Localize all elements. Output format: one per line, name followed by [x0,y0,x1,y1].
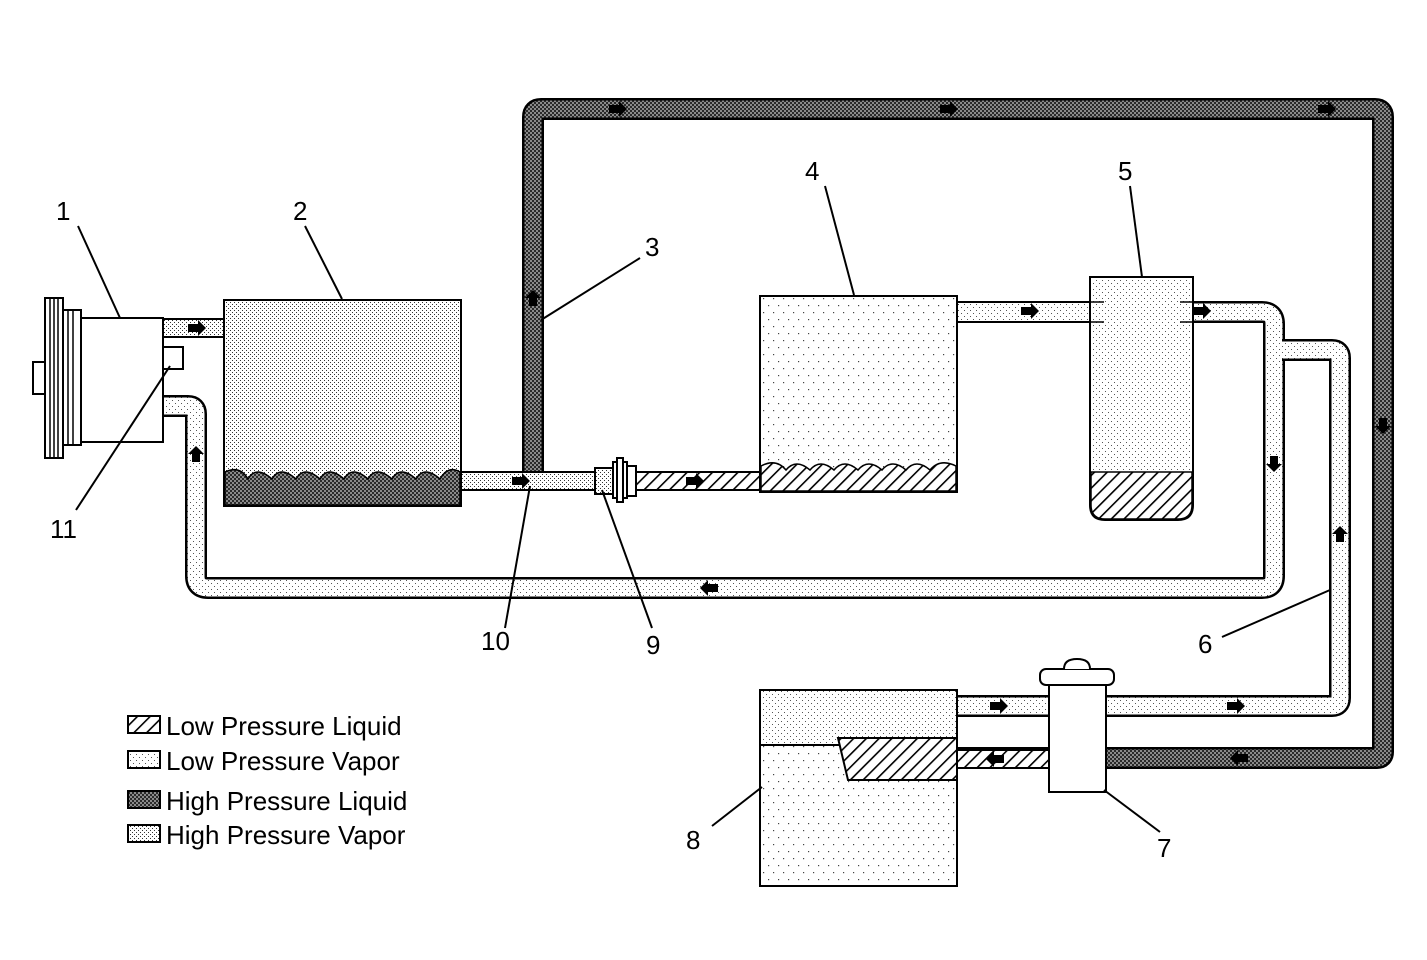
legend-label-low-pressure-vapor: Low Pressure Vapor [166,746,400,776]
legend-swatch-low-pressure-vapor [127,750,161,769]
orifice-tube-fitting [594,457,637,503]
callout-4: 4 [805,156,819,186]
callout-3: 3 [645,232,659,262]
callout-5: 5 [1118,156,1132,186]
component-8-chamber [759,689,958,887]
compressor-body [80,317,164,443]
callout-10: 10 [481,626,510,656]
legend-swatch-low-pressure-liquid [127,715,161,734]
callout-9: 9 [646,630,660,660]
legend: Low Pressure Liquid Low Pressure Vapor H… [127,711,407,850]
callout-6: 6 [1198,629,1212,659]
legend-label-low-pressure-liquid: Low Pressure Liquid [166,711,402,741]
condenser [223,299,462,507]
compressor-switch [162,346,184,370]
legend-label-high-pressure-vapor: High Pressure Vapor [166,820,406,850]
callout-7: 7 [1157,833,1171,863]
legend-label-high-pressure-liquid: High Pressure Liquid [166,786,407,816]
leader-lines [75,185,1331,833]
callout-1: 1 [56,196,70,226]
compressor [32,297,184,459]
callout-8: 8 [686,825,700,855]
callout-11: 11 [50,514,77,544]
accumulator [1089,276,1194,521]
evaporator [759,295,958,493]
component-7-valve [1039,657,1115,793]
legend-swatch-high-pressure-vapor [127,824,161,843]
flow-arrows [188,101,1391,767]
callout-2: 2 [293,196,307,226]
legend-swatch-high-pressure-liquid [127,790,161,809]
